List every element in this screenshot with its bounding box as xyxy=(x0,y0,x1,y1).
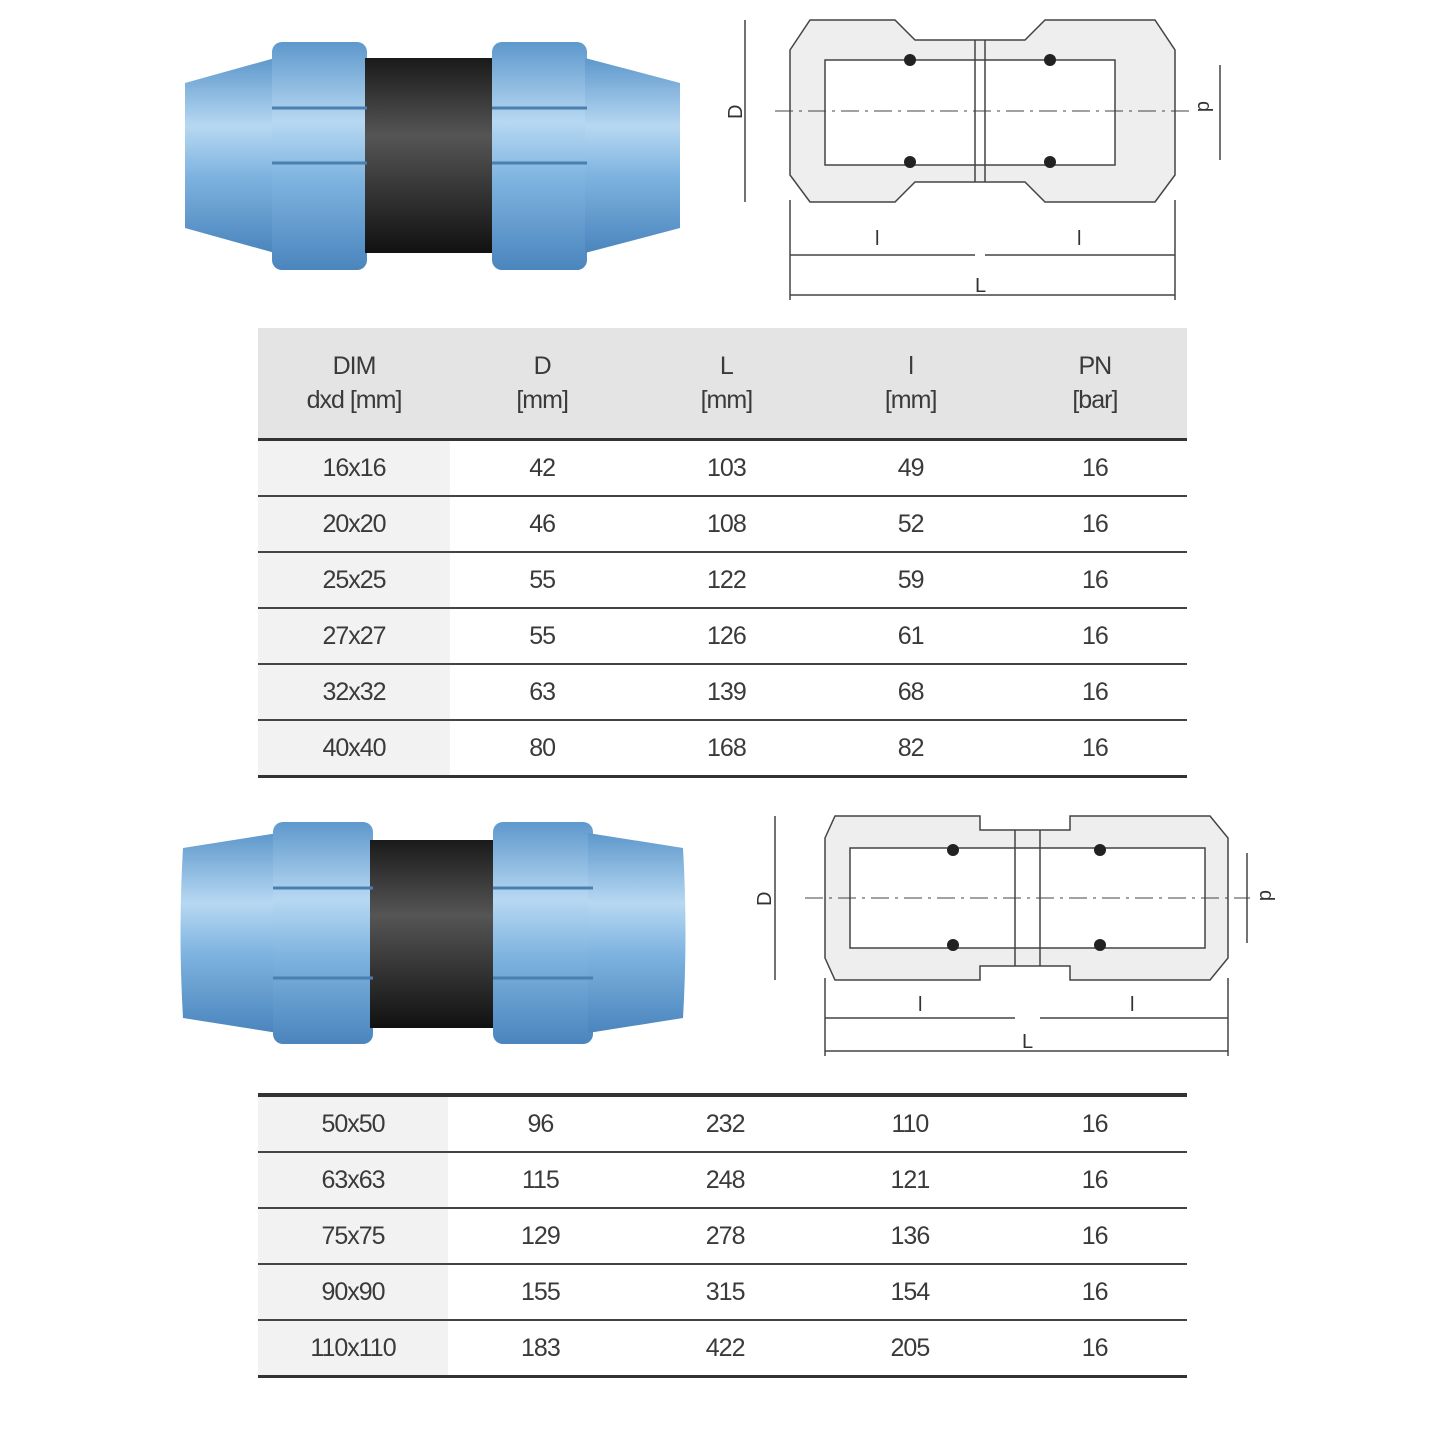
label-L-2: L xyxy=(1022,1031,1033,1053)
label-D: D xyxy=(725,105,747,119)
table-cell: 63 xyxy=(450,664,635,721)
header-text: [mm] xyxy=(700,386,754,414)
table-cell: 278 xyxy=(632,1208,818,1265)
table-cell: 49 xyxy=(818,439,1003,497)
label-l-right: l xyxy=(1077,228,1081,250)
table-cell: 63x63 xyxy=(258,1152,448,1209)
header-text: PN xyxy=(1078,352,1113,380)
table-cell: 16 xyxy=(1002,1152,1187,1209)
label-l-right-2: l xyxy=(1130,994,1134,1016)
table-cell: 42 xyxy=(450,439,635,497)
table-cell: 422 xyxy=(632,1320,818,1378)
table-cell: 110 xyxy=(817,1095,1003,1153)
table-cell: 16 xyxy=(1002,1208,1187,1265)
label-L: L xyxy=(975,275,986,297)
table-cell: 16 xyxy=(1002,1320,1187,1378)
cross-section-drawing-small: D d l l L xyxy=(725,19,1221,300)
table-cell: 16 xyxy=(1002,720,1187,778)
table-cell: 82 xyxy=(818,720,1003,778)
col-L: L [mm] xyxy=(634,328,819,441)
table-cell: 16x16 xyxy=(258,439,450,497)
header-text: dxd [mm] xyxy=(306,386,403,414)
table-cell: 168 xyxy=(634,720,819,778)
table-cell: 136 xyxy=(817,1208,1003,1265)
table-cell: 16 xyxy=(1002,1264,1187,1321)
label-l-left-2: l xyxy=(918,994,922,1016)
header-text: [mm] xyxy=(884,386,938,414)
table-cell: 16 xyxy=(1002,439,1187,497)
table-cell: 96 xyxy=(448,1095,633,1153)
header-text: [mm] xyxy=(516,386,569,414)
table-cell: 122 xyxy=(634,552,819,609)
table-cell: 115 xyxy=(448,1152,633,1209)
label-d-2: d xyxy=(1255,890,1277,901)
table-cell: 80 xyxy=(450,720,635,778)
table-cell: 61 xyxy=(818,608,1003,665)
table-cell: 110x110 xyxy=(258,1320,448,1378)
table-cell: 20x20 xyxy=(258,496,450,553)
table-cell: 50x50 xyxy=(258,1095,448,1153)
table-cell: 248 xyxy=(632,1152,818,1209)
table-cell: 126 xyxy=(634,608,819,665)
col-D: D [mm] xyxy=(450,328,635,441)
header-text: [bar] xyxy=(1072,386,1118,414)
table-cell: 315 xyxy=(632,1264,818,1321)
table-cell: 16 xyxy=(1002,608,1187,665)
coupling-photo-large xyxy=(180,822,686,1044)
table-cell: 27x27 xyxy=(258,608,450,665)
header-text: D xyxy=(533,352,552,380)
table-cell: 16 xyxy=(1002,496,1187,553)
col-l: l [mm] xyxy=(818,328,1003,441)
table-cell: 40x40 xyxy=(258,720,450,778)
table-cell: 55 xyxy=(450,608,635,665)
table-cell: 103 xyxy=(634,439,819,497)
table-cell: 155 xyxy=(448,1264,633,1321)
label-l-left: l xyxy=(875,228,879,250)
table-header: DIM dxd [mm] D [mm] L [mm] l [mm] PN [bar] xyxy=(258,328,1187,441)
table-cell: 52 xyxy=(818,496,1003,553)
table-cell: 32x32 xyxy=(258,664,450,721)
table-cell: 16 xyxy=(1002,552,1187,609)
header-text: L xyxy=(719,352,734,380)
table-cell: 121 xyxy=(817,1152,1003,1209)
table-cell: 68 xyxy=(818,664,1003,721)
table-cell: 59 xyxy=(818,552,1003,609)
table-cell: 108 xyxy=(634,496,819,553)
table-cell: 183 xyxy=(448,1320,633,1378)
cross-section-drawing-large: D d l l L xyxy=(754,815,1277,1056)
table-cell: 55 xyxy=(450,552,635,609)
table-cell: 90x90 xyxy=(258,1264,448,1321)
label-d: d xyxy=(1193,101,1215,112)
coupling-photo-small xyxy=(185,42,680,270)
table-cell: 46 xyxy=(450,496,635,553)
col-PN: PN [bar] xyxy=(1002,328,1187,441)
table-cell: 75x75 xyxy=(258,1208,448,1265)
table-cell: 139 xyxy=(634,664,819,721)
dimensions-table-small: DIM dxd [mm] D [mm] L [mm] l [mm] PN [bar] 16… xyxy=(258,328,1187,778)
table-cell: 16 xyxy=(1002,1095,1187,1153)
col-dim: DIM dxd [mm] xyxy=(258,328,450,441)
header-text: DIM xyxy=(332,352,377,380)
table-cell: 205 xyxy=(817,1320,1003,1378)
table-cell: 129 xyxy=(448,1208,633,1265)
label-D-2: D xyxy=(754,892,776,906)
table-cell: 232 xyxy=(632,1095,818,1153)
table-cell: 154 xyxy=(817,1264,1003,1321)
table-cell: 25x25 xyxy=(258,552,450,609)
header-text: l xyxy=(908,352,913,380)
table-cell: 16 xyxy=(1002,664,1187,721)
